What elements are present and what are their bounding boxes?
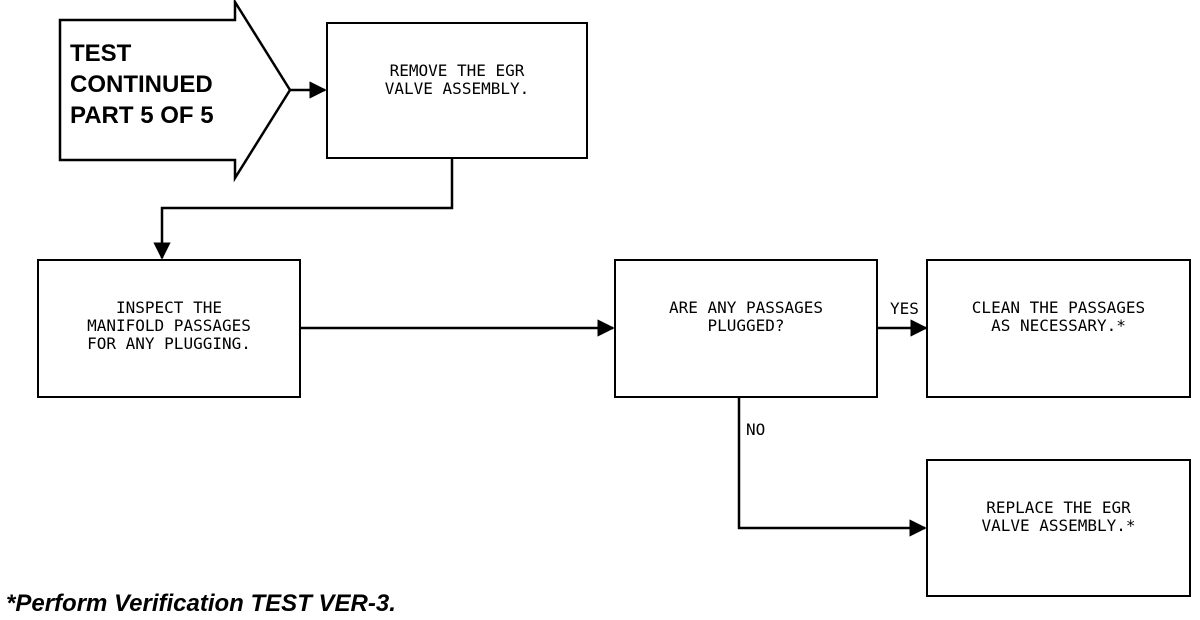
connector-no-to-replace xyxy=(737,398,927,537)
replace-egr-valve-text: REPLACE THE EGR VALVE ASSEMBLY.* xyxy=(981,498,1136,535)
inspect-manifold-text: INSPECT THE MANIFOLD PASSAGES FOR ANY PL… xyxy=(87,298,251,353)
inspect-manifold-box: INSPECT THE MANIFOLD PASSAGES FOR ANY PL… xyxy=(37,259,301,398)
remove-egr-valve-box: REMOVE THE EGR VALVE ASSEMBLY. xyxy=(326,22,588,159)
decision-passages-plugged-text: ARE ANY PASSAGES PLUGGED? xyxy=(668,298,824,335)
clean-passages-text: CLEAN THE PASSAGES AS NECESSARY.* xyxy=(971,298,1146,335)
replace-egr-valve-box: REPLACE THE EGR VALVE ASSEMBLY.* xyxy=(926,459,1191,597)
branch-yes-label: YES xyxy=(890,299,919,318)
clean-passages-box: CLEAN THE PASSAGES AS NECESSARY.* xyxy=(926,259,1191,398)
decision-passages-plugged-box: ARE ANY PASSAGES PLUGGED? xyxy=(614,259,878,398)
entry-label: TEST CONTINUED PART 5 OF 5 xyxy=(70,40,214,129)
footnote: *Perform Verification TEST VER-3. xyxy=(6,590,396,617)
connector-remove-to-inspect xyxy=(153,158,454,260)
branch-no-label: NO xyxy=(746,420,766,439)
entry-arrow-shape xyxy=(58,0,292,183)
remove-egr-valve-text: REMOVE THE EGR VALVE ASSEMBLY. xyxy=(384,61,530,98)
